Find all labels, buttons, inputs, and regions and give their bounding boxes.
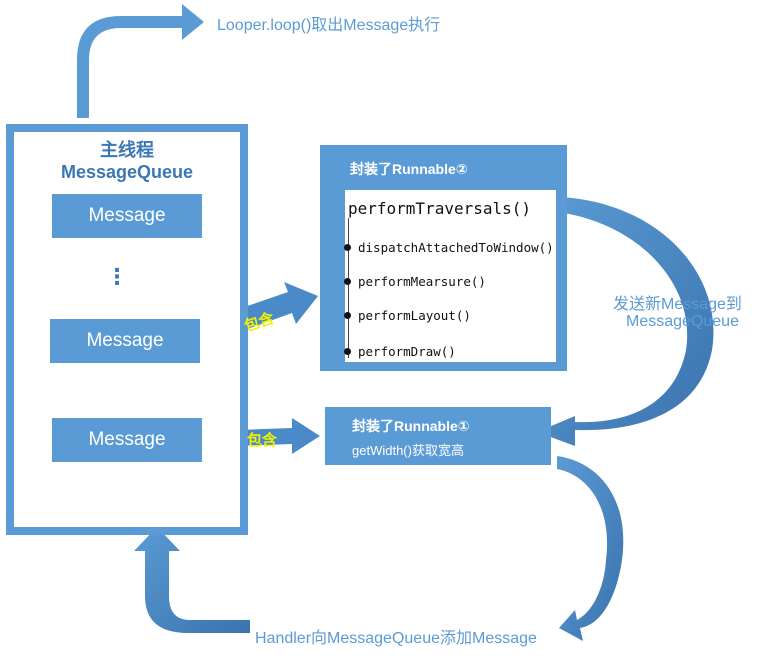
call-perform-layout: performLayout(): [358, 308, 471, 323]
code-panel: [345, 190, 556, 362]
looper-arrow: [77, 4, 204, 118]
perform-traversals-text: performTraversals(): [348, 199, 532, 218]
call-bullet-1: [344, 244, 351, 251]
runnable2-title: 封装了Runnable②: [350, 161, 468, 177]
send-message-arrow: [533, 196, 714, 446]
call-tree-line: [348, 218, 349, 358]
message-block-1: Message: [52, 194, 202, 238]
runnable1-title: 封装了Runnable①: [352, 418, 470, 434]
contain-label-bottom: 包含: [247, 432, 278, 449]
ellipsis-mark: ⋮: [106, 264, 128, 289]
looper-label: Looper.loop()取出Message执行: [217, 17, 441, 34]
call-bullet-4: [344, 348, 351, 355]
message-block-2: Message: [50, 319, 200, 363]
runnable1-box: [325, 407, 551, 465]
call-perform-draw: performDraw(): [358, 344, 456, 359]
send-label-line2: MessageQueue: [626, 313, 739, 330]
main-thread-title: 主线程: [100, 140, 154, 160]
handler-label: Handler向MessageQueue添加Message: [255, 630, 537, 647]
message-block-3: Message: [52, 418, 202, 462]
message-queue-title: MessageQueue: [60, 162, 194, 182]
call-bullet-3: [344, 312, 351, 319]
runnable1-subtitle: getWidth()获取宽高: [352, 443, 464, 458]
handler-arrow-left: [134, 527, 250, 633]
send-label-line1: 发送新Message到: [613, 296, 742, 313]
call-dispatch-attached: dispatchAttachedToWindow(): [358, 240, 554, 255]
call-bullet-2: [344, 278, 351, 285]
call-perform-measure: performMearsure(): [358, 274, 486, 289]
handler-arrow-right: [557, 456, 624, 641]
